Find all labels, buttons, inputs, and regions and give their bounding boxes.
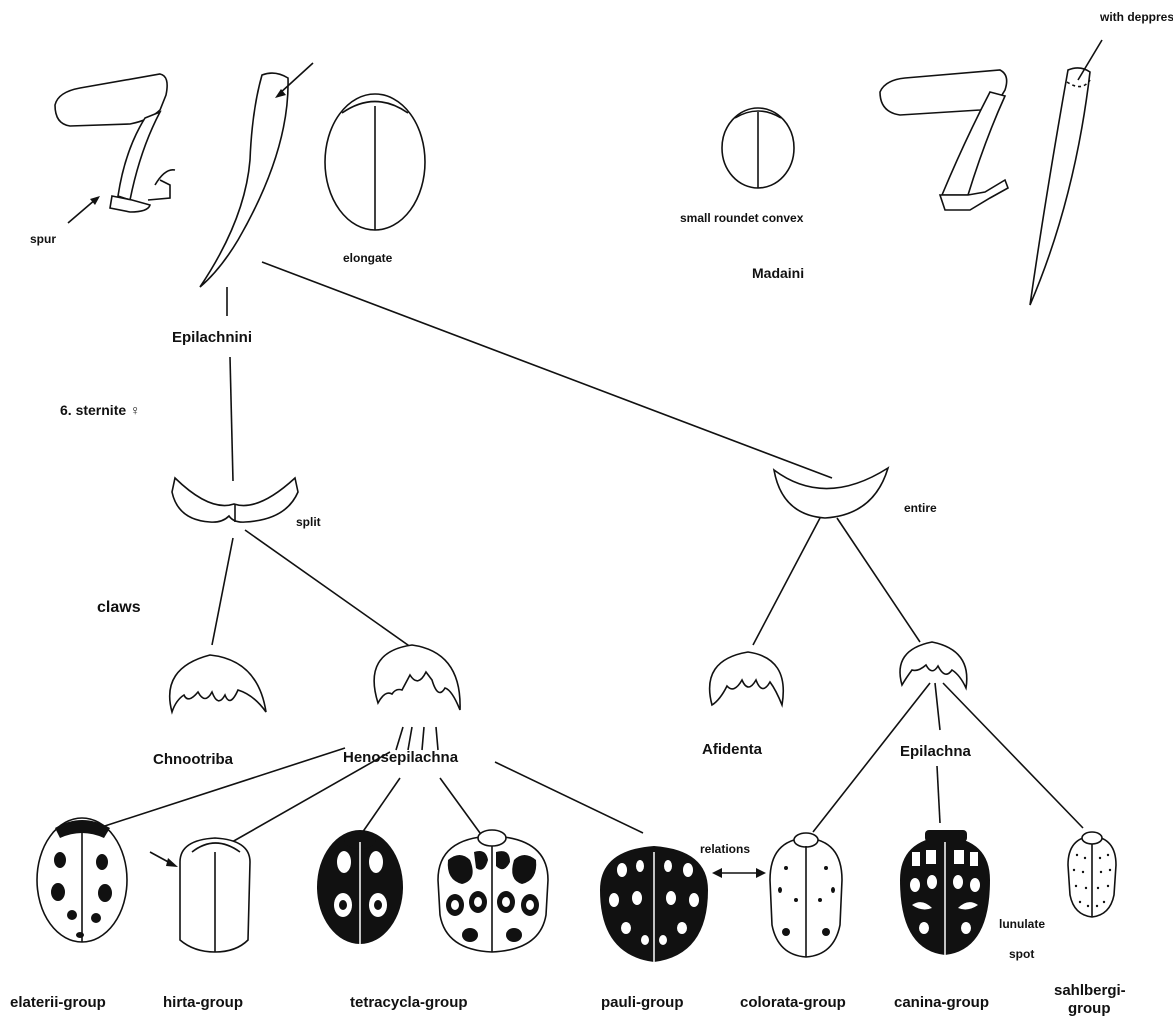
label-hirta-group: hirta-group: [163, 994, 243, 1011]
sternite-entire-shape: [774, 468, 888, 518]
small-round-beetle-outline: [722, 108, 794, 188]
madaini-tarsus-illustration: [1030, 68, 1090, 305]
label-tetracycla-group: tetracycla-group: [350, 994, 468, 1011]
label-chnootriba: Chnootriba: [153, 751, 234, 768]
label-canina-group: canina-group: [894, 994, 989, 1011]
label-relations: relations: [700, 842, 750, 856]
beetle-colorata: [770, 833, 842, 957]
label-spot: spot: [1009, 947, 1034, 961]
label-with-depression: with deppression: [1099, 10, 1173, 24]
label-henosepilachna: Henosepilachna: [343, 749, 459, 766]
label-colorata-group: colorata-group: [740, 994, 846, 1011]
label-sahlbergi-line1: sahlbergi-: [1054, 982, 1126, 999]
label-epilachnini: Epilachnini: [172, 329, 252, 346]
spur-arrow: [68, 196, 100, 223]
beetle-hirta: [180, 838, 250, 952]
label-entire: entire: [904, 501, 937, 515]
label-small-round-convex: small roundet convex: [680, 211, 804, 225]
claw-epilachna: [900, 642, 967, 688]
label-spur: spur: [30, 232, 56, 246]
beetle-tetracycla-light: [438, 830, 548, 952]
label-lunulate: lunulate: [999, 917, 1045, 931]
claw-chnootriba: [170, 655, 266, 712]
label-afidenta: Afidenta: [702, 741, 763, 758]
label-madaini: Madaini: [752, 265, 804, 281]
label-split: split: [296, 515, 321, 529]
beetle-sahlbergi: [1068, 832, 1116, 917]
beetle-canina: [900, 830, 990, 955]
hirta-arrow: [150, 852, 178, 867]
claw-henosepilachna: [374, 645, 460, 710]
claw-afidenta: [710, 652, 784, 705]
label-epilachna: Epilachna: [900, 743, 972, 760]
relations-double-arrow: [712, 868, 766, 878]
madaini-leg-illustration: [880, 70, 1008, 210]
label-claws: claws: [97, 599, 141, 616]
label-sahlbergi-line2: group: [1068, 1000, 1111, 1017]
beetle-pauli: [600, 846, 708, 962]
beetle-tetracycla-dark: [317, 830, 403, 944]
leg-with-spur-illustration: [55, 74, 175, 212]
epilachnini-tarsus-illustration: [200, 73, 288, 287]
label-elongate: elongate: [343, 251, 393, 265]
sternite-split-shape: [172, 478, 298, 522]
label-pauli-group: pauli-group: [601, 994, 684, 1011]
elongate-beetle-outline: [325, 94, 425, 230]
label-elaterii-group: elaterii-group: [10, 994, 106, 1011]
label-sixth-sternite: 6. sternite ♀: [60, 402, 141, 418]
beetle-elaterii: [37, 818, 127, 942]
